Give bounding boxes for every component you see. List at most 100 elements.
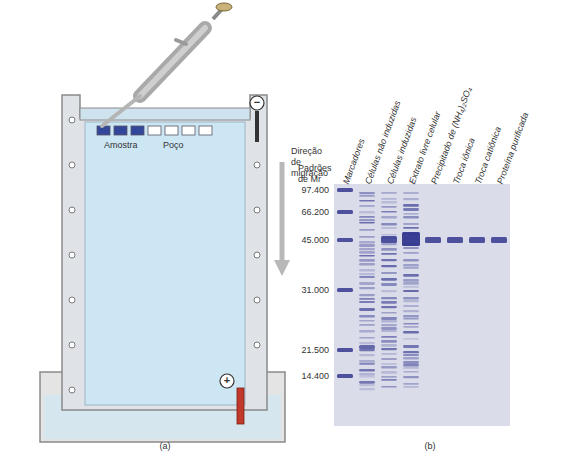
panel-label: (b) <box>425 441 436 452</box>
gel-frame <box>62 95 267 410</box>
protein-band <box>491 237 507 243</box>
protein-band <box>403 223 419 225</box>
protein-band <box>381 253 397 255</box>
protein-band <box>403 247 419 249</box>
protein-band <box>359 354 375 356</box>
mass-marker: 45.000 <box>301 235 329 246</box>
protein-bands <box>337 188 507 390</box>
protein-band <box>359 337 375 339</box>
anode-sign <box>220 374 234 388</box>
protein-band <box>381 290 397 292</box>
protein-band <box>337 188 353 192</box>
protein-band <box>381 371 397 374</box>
upper-buffer <box>80 108 250 120</box>
protein-band <box>359 301 375 303</box>
protein-band <box>403 386 419 388</box>
cathode-sign <box>250 96 264 110</box>
protein-band <box>403 259 419 262</box>
protein-band <box>381 278 397 281</box>
protein-band <box>381 366 397 369</box>
protein-band <box>403 198 419 200</box>
protein-band <box>381 265 397 267</box>
protein-band <box>359 269 375 271</box>
protein-band <box>359 308 375 311</box>
protein-band <box>359 211 375 213</box>
protein-band <box>359 376 375 378</box>
protein-band <box>425 237 441 243</box>
protein-band <box>359 330 375 333</box>
migration-arrow <box>274 162 290 276</box>
protein-band <box>359 294 375 296</box>
protein-band <box>403 297 419 299</box>
protein-band <box>381 223 397 226</box>
protein-band <box>359 381 375 384</box>
protein-band <box>381 312 397 314</box>
protein-band <box>359 360 375 363</box>
protein-band <box>403 274 419 277</box>
protein-band <box>381 317 397 320</box>
protein-band <box>381 297 397 299</box>
protein-band <box>403 267 419 269</box>
protein-band <box>381 336 397 338</box>
protein-band <box>381 211 397 213</box>
protein-band <box>403 305 419 307</box>
cathode <box>255 111 259 142</box>
protein-band <box>403 376 419 378</box>
panel-label: (a) <box>160 441 171 452</box>
protein-band <box>403 192 419 194</box>
protein-band <box>337 238 353 242</box>
protein-band <box>381 379 397 381</box>
protein-band <box>359 241 375 244</box>
protein-band <box>403 326 419 328</box>
protein-band <box>403 345 419 348</box>
text-label: Poço <box>163 140 184 151</box>
protein-band <box>403 383 419 385</box>
protein-band <box>469 237 485 243</box>
lane-label: Precipitado de (NH₄)₂SO₄ <box>429 86 474 186</box>
protein-band <box>359 259 375 262</box>
protein-band <box>359 195 375 197</box>
wells <box>97 126 212 135</box>
protein-band <box>381 236 397 243</box>
protein-band <box>381 376 397 378</box>
protein-band <box>402 232 420 246</box>
protein-band <box>403 354 419 356</box>
protein-band <box>381 340 397 343</box>
protein-band <box>337 374 353 378</box>
protein-band <box>359 251 375 254</box>
protein-band <box>359 349 375 351</box>
protein-band <box>359 345 375 349</box>
protein-band <box>381 330 397 332</box>
protein-band <box>359 363 375 365</box>
protein-band <box>403 264 419 266</box>
protein-band <box>359 282 375 285</box>
protein-band <box>359 342 375 344</box>
electrode-sign: + <box>224 375 230 386</box>
protein-band <box>403 208 419 211</box>
protein-band <box>403 338 419 340</box>
protein-band <box>381 259 397 261</box>
protein-band <box>381 248 397 251</box>
protein-band <box>403 282 419 285</box>
protein-band <box>359 384 375 386</box>
gel-photo <box>334 184 510 426</box>
protein-band <box>381 348 397 350</box>
protein-band <box>359 229 375 231</box>
protein-band <box>381 206 397 208</box>
frame-holes <box>69 117 260 393</box>
protein-band <box>447 237 463 243</box>
protein-band <box>359 236 375 238</box>
protein-band <box>403 252 419 254</box>
protein-band <box>381 327 397 330</box>
protein-band <box>403 286 419 288</box>
protein-band <box>337 288 353 292</box>
protein-band <box>381 227 397 229</box>
protein-band <box>403 216 419 219</box>
protein-band <box>359 216 375 218</box>
protein-band <box>403 361 419 364</box>
protein-band <box>359 244 375 247</box>
protein-band <box>403 279 419 282</box>
protein-band <box>359 324 375 326</box>
protein-band <box>403 351 419 353</box>
